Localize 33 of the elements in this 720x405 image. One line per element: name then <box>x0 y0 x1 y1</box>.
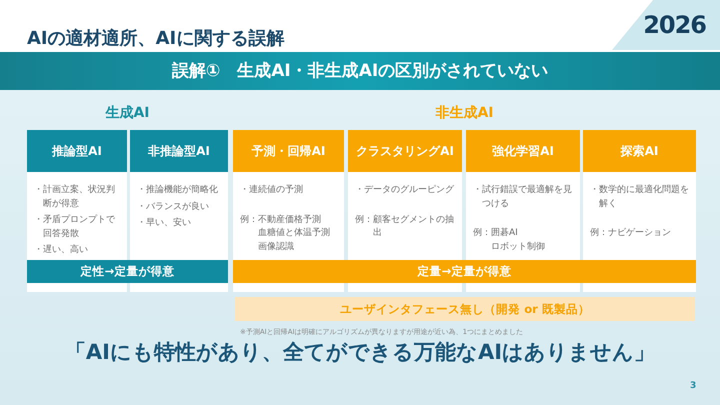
example-text: 例：不動産価格予測 <box>240 214 322 226</box>
year-badge: 2026 <box>612 0 720 50</box>
bullet-text: ・遅い、高い <box>34 244 89 257</box>
bullet-text: ・計画立案、状況判断が得意 <box>34 184 116 210</box>
bullet-text: ・矛盾プロンプトで回答発散 <box>34 214 116 240</box>
bullet-text: ・早い、安い <box>137 217 192 230</box>
closing-quote: 「AIにも特性があり、全てができる万能なAIはありません」 <box>64 339 656 366</box>
column-header: 探索AI <box>583 130 696 172</box>
column-header: 予測・回帰AI <box>233 130 344 172</box>
example-text: 例：顧客セグメントの抽出 <box>355 214 455 240</box>
example-text: 例：ナビゲーション <box>590 227 672 240</box>
column-header: 強化学習AI <box>466 130 580 172</box>
bullet-text: ・データのグルーピング <box>355 184 455 197</box>
example-text: 血糖値と体温予測 <box>257 227 331 240</box>
example-text: 画像認識 <box>257 240 295 254</box>
bullet-text: ・連続値の予測 <box>240 184 304 197</box>
group-heading: 非生成AI <box>434 104 495 122</box>
column-header: クラスタリングAI <box>348 130 462 172</box>
summary-band: 定量→定量が得意 <box>233 260 696 283</box>
summary-band: 定性→定量が得意 <box>27 260 228 283</box>
bullet-text: ・バランスが良い <box>137 200 210 214</box>
note-band: ユーザインタフェース無し（開発 or 既製品） <box>235 297 695 321</box>
bullet-text: ・推論機能が簡略化 <box>137 184 219 197</box>
heading-banner: 誤解① 生成AI・非生成AIの区別がされていない <box>0 52 720 90</box>
example-text: 例：囲碁AI <box>473 227 519 240</box>
bullet-text: ・試行錯誤で最適解を見つける <box>473 184 573 210</box>
group-heading: 生成AI <box>104 104 151 122</box>
column-header: 推論型AI <box>27 130 127 172</box>
example-text: ロボット制御 <box>490 240 546 254</box>
page-number: 3 <box>690 381 696 391</box>
bullet-text: ・数学的に最適化問題を解く <box>590 184 690 210</box>
slide-title: AIの適材適所、AIに関する誤解 <box>27 27 284 50</box>
column-header: 非推論型AI <box>130 130 228 172</box>
